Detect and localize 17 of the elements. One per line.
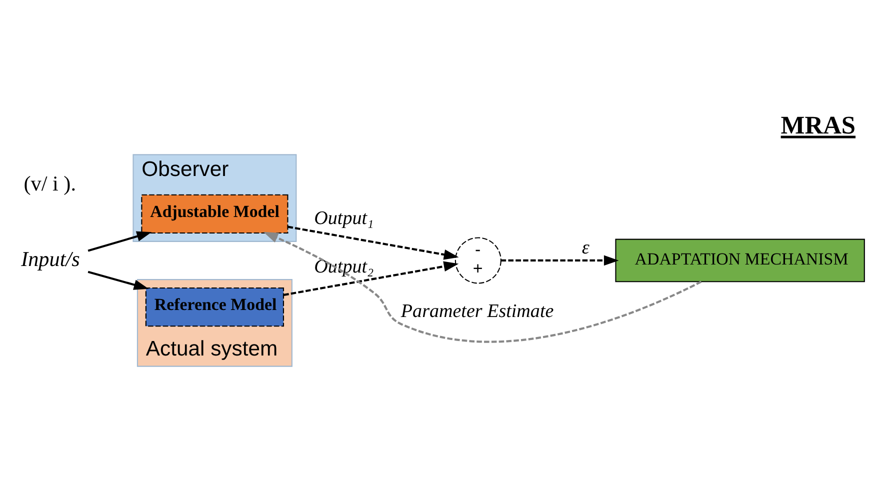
arrow (88, 270, 149, 290)
edge-label: ε (582, 238, 590, 259)
edge-label: Parameter Estimate (400, 300, 554, 322)
node-box: ADAPTATION MECHANISM (615, 238, 865, 282)
arrow (263, 232, 702, 343)
arrow (288, 226, 459, 260)
node-box: Adjustable Model (141, 194, 288, 234)
node-text: Input/s (21, 246, 80, 271)
diagram-title: MRAS (780, 112, 856, 140)
edge-label: Output₂ (314, 256, 374, 278)
edge-label: Output₁ (314, 208, 374, 229)
arrow (88, 231, 152, 252)
node-circle: - + (454, 237, 502, 284)
node-box: Reference Model (145, 287, 284, 327)
arrow (284, 261, 459, 296)
label: (v/ i ). (24, 172, 76, 196)
arrow (500, 255, 619, 266)
